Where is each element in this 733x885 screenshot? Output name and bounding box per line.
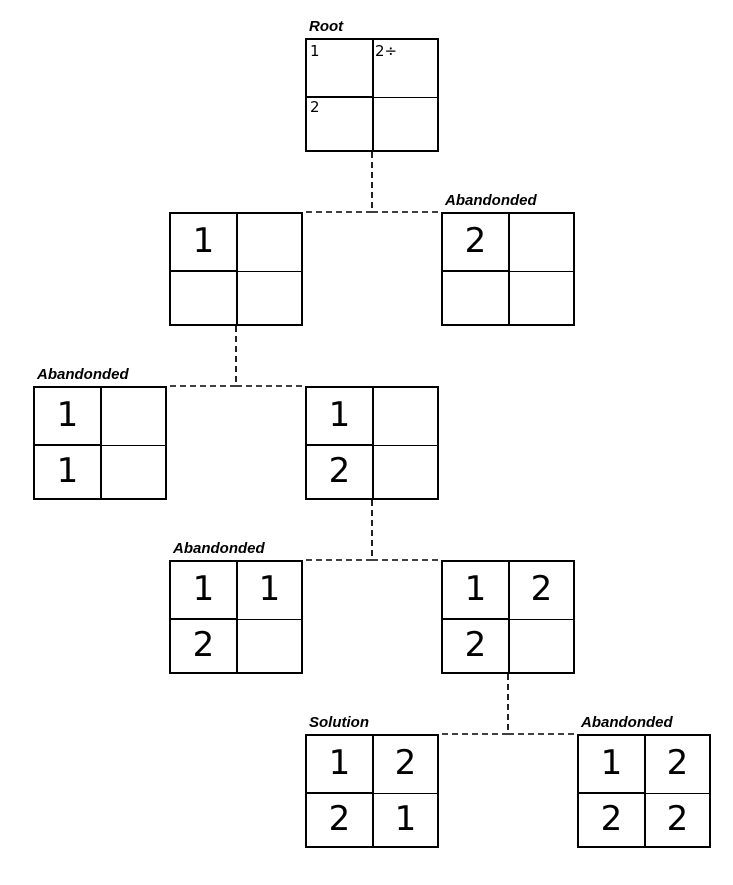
grid-cell <box>236 618 303 674</box>
grid-l4-left: 1 2 2 1 <box>305 734 439 848</box>
grid-cell: 1 <box>307 388 374 446</box>
grid-cell: 2 <box>579 792 646 848</box>
node-label: Solution <box>309 714 369 731</box>
cell-value: 2 <box>192 625 215 665</box>
cage-clue: 2 <box>310 98 320 116</box>
tree-edge <box>235 326 305 387</box>
grid-cell <box>236 270 303 326</box>
tree-edge <box>439 674 509 735</box>
cell-value: 2 <box>666 799 689 839</box>
grid-cell: 2 <box>307 96 374 152</box>
cell-value: 1 <box>394 799 417 839</box>
cell-value: 2 <box>464 625 487 665</box>
grid-cell <box>236 214 303 272</box>
grid-cell: 2 <box>644 792 711 848</box>
cell-value: 2 <box>394 743 417 783</box>
grid-l3-left: 1 1 2 <box>169 560 303 674</box>
grid-l1-right: 2 <box>441 212 575 326</box>
tree-edge <box>371 152 441 213</box>
grid-cell: 1 <box>171 214 238 272</box>
cage-clue: 1 <box>310 42 320 60</box>
node-label: Root <box>309 18 344 35</box>
cell-value: 2 <box>600 799 623 839</box>
grid-l3-right: 1 2 2 <box>441 560 575 674</box>
grid-cell: 2 <box>307 792 374 848</box>
grid-cell <box>372 388 439 446</box>
grid-l4-right: 1 2 2 2 <box>577 734 711 848</box>
grid-cell: 2 <box>171 618 238 674</box>
grid-cell: 1 <box>443 562 510 620</box>
grid-l1-left: 1 <box>169 212 303 326</box>
cell-value: 1 <box>192 569 215 609</box>
cell-value: 2 <box>530 569 553 609</box>
grid-cell <box>372 96 439 152</box>
node-label: Abandonded <box>581 714 673 731</box>
tree-edge <box>371 500 441 561</box>
grid-cell: 1 <box>35 444 102 500</box>
cell-value: 2 <box>464 221 487 261</box>
grid-cell: 1 <box>171 562 238 620</box>
cell-value: 1 <box>328 743 351 783</box>
grid-cell <box>100 444 167 500</box>
grid-cell: 1 <box>372 792 439 848</box>
tree-edge <box>303 152 373 213</box>
cell-value: 2 <box>328 451 351 491</box>
grid-cell: 1 <box>307 736 374 794</box>
grid-cell: 2 <box>307 444 374 500</box>
cell-value: 1 <box>600 743 623 783</box>
grid-cell <box>508 270 575 326</box>
grid-cell: 2 <box>443 618 510 674</box>
node-label: Abandonded <box>445 192 537 209</box>
grid-cell: 1 <box>579 736 646 794</box>
grid-root: 1 2÷ 2 <box>305 38 439 152</box>
tree-edge <box>303 500 373 561</box>
cell-value: 1 <box>56 395 79 435</box>
cell-value: 1 <box>464 569 487 609</box>
node-label: Abandonded <box>37 366 129 383</box>
cell-value: 1 <box>328 395 351 435</box>
cell-value: 1 <box>192 221 215 261</box>
grid-cell: 2 <box>508 562 575 620</box>
grid-cell <box>171 270 238 326</box>
cell-value: 2 <box>666 743 689 783</box>
grid-cell: 2 <box>443 214 510 272</box>
grid-cell <box>443 270 510 326</box>
grid-cell: 2 <box>644 736 711 794</box>
grid-cell: 1 <box>35 388 102 446</box>
grid-cell: 1 <box>236 562 303 620</box>
grid-cell <box>372 444 439 500</box>
cell-value: 1 <box>258 569 281 609</box>
grid-cell <box>508 214 575 272</box>
grid-cell: 2÷ <box>372 40 439 98</box>
cage-clue: 2÷ <box>375 42 398 60</box>
tree-edge <box>507 674 577 735</box>
node-label: Abandonded <box>173 540 265 557</box>
grid-cell: 2 <box>372 736 439 794</box>
grid-cell: 1 <box>307 40 374 98</box>
grid-cell <box>508 618 575 674</box>
grid-cell <box>100 388 167 446</box>
tree-edge <box>167 326 237 387</box>
cell-value: 1 <box>56 451 79 491</box>
cell-value: 2 <box>328 799 351 839</box>
